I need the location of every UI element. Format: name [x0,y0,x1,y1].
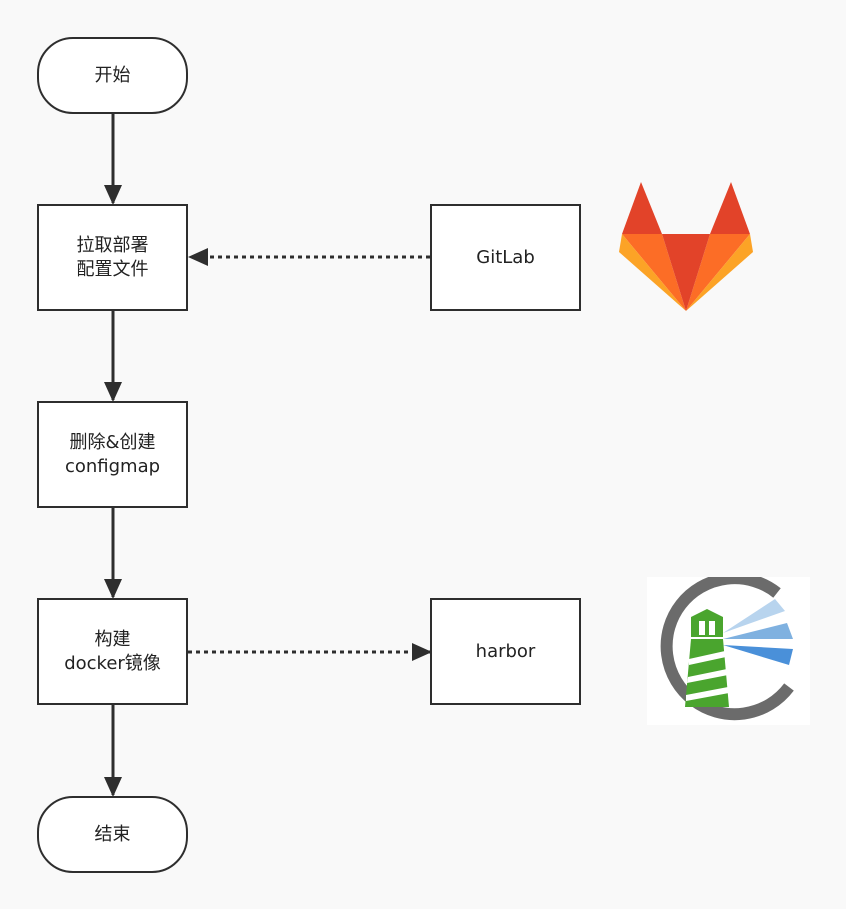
node-start[interactable]: 开始 [37,37,188,114]
node-harbor[interactable]: harbor [430,598,581,705]
node-pull-config[interactable]: 拉取部署 配置文件 [37,204,188,311]
node-configmap-line1: 删除&创建 [69,432,156,454]
node-start-label: 开始 [94,64,131,86]
node-build-image[interactable]: 构建 docker镜像 [37,598,188,705]
node-harbor-label: harbor [475,640,536,662]
node-gitlab-label: GitLab [476,246,535,268]
node-end-label: 结束 [94,823,131,845]
node-build-image-line1: 构建 [94,629,131,651]
node-build-image-line2: docker镜像 [64,652,161,674]
node-end[interactable]: 结束 [37,796,188,873]
node-configmap[interactable]: 删除&创建 configmap [37,401,188,508]
harbor-lighthouse-icon [660,577,794,721]
node-pull-config-line2: 配置文件 [76,258,149,280]
node-configmap-line2: configmap [64,455,161,477]
gitlab-fox-icon [619,182,753,311]
node-gitlab[interactable]: GitLab [430,204,581,311]
node-pull-config-line1: 拉取部署 [76,235,149,257]
